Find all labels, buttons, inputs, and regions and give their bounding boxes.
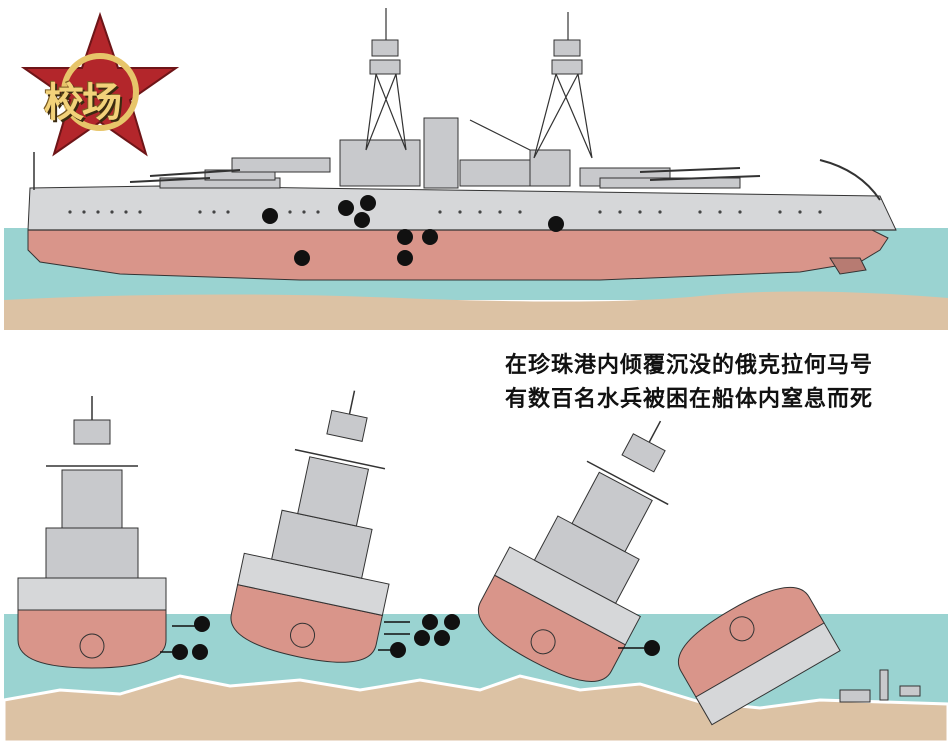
torpedo-hit-marker: [397, 250, 413, 266]
torpedo-hit-marker: [262, 208, 278, 224]
ship-stage-4-capsized: [677, 586, 841, 726]
torpedo-hit-marker: [397, 229, 413, 245]
torpedo-hit-marker: [548, 216, 564, 232]
torpedo-hit-marker: [644, 640, 660, 656]
torpedo-hits-stage-2: [378, 614, 460, 658]
portholes: [68, 210, 822, 214]
torpedo-hits-stage-1: [160, 616, 210, 660]
caption-line-2: 有数百名水兵被困在船体内窒息而死: [505, 387, 874, 412]
torpedo-hit-marker: [192, 644, 208, 660]
capsize-sequence-panel: [2, 390, 950, 742]
caption-line-1: 在珍珠港内倾覆沉没的俄克拉何马号: [505, 353, 874, 378]
ship-stage-3-heavy-list: [477, 420, 669, 682]
rudder: [829, 257, 867, 275]
torpedo-hit-marker: [422, 614, 438, 630]
torpedo-hit-marker: [444, 614, 460, 630]
torpedo-hit-marker: [338, 200, 354, 216]
logo-text: 校场: [44, 79, 122, 126]
side-view-panel: [4, 8, 948, 330]
star-emblem-icon: [20, 11, 180, 157]
ship-stage-2-listing: [230, 390, 390, 663]
torpedo-hits-stage-3: [618, 640, 660, 656]
torpedo-hit-marker: [414, 630, 430, 646]
torpedo-hit-marker: [294, 250, 310, 266]
superstructure-side: [159, 39, 741, 189]
torpedo-hit-marker: [172, 644, 188, 660]
torpedo-hit-marker: [194, 616, 210, 632]
harbor-sandbar: [4, 291, 948, 330]
torpedo-hit-marker: [354, 212, 370, 228]
torpedo-hits-side: [262, 195, 564, 266]
torpedo-hit-marker: [390, 642, 406, 658]
torpedo-hit-marker: [360, 195, 376, 211]
hull-upper-side: [27, 185, 897, 231]
gun-barrels: [129, 167, 761, 183]
torpedo-hit-marker: [434, 630, 450, 646]
wreck-debris: [839, 669, 921, 703]
seabed: [2, 674, 950, 742]
masts: [365, 8, 881, 201]
torpedo-hit-marker: [422, 229, 438, 245]
hull-lower-side: [27, 229, 889, 281]
ship-stage-1-upright: [17, 396, 167, 669]
